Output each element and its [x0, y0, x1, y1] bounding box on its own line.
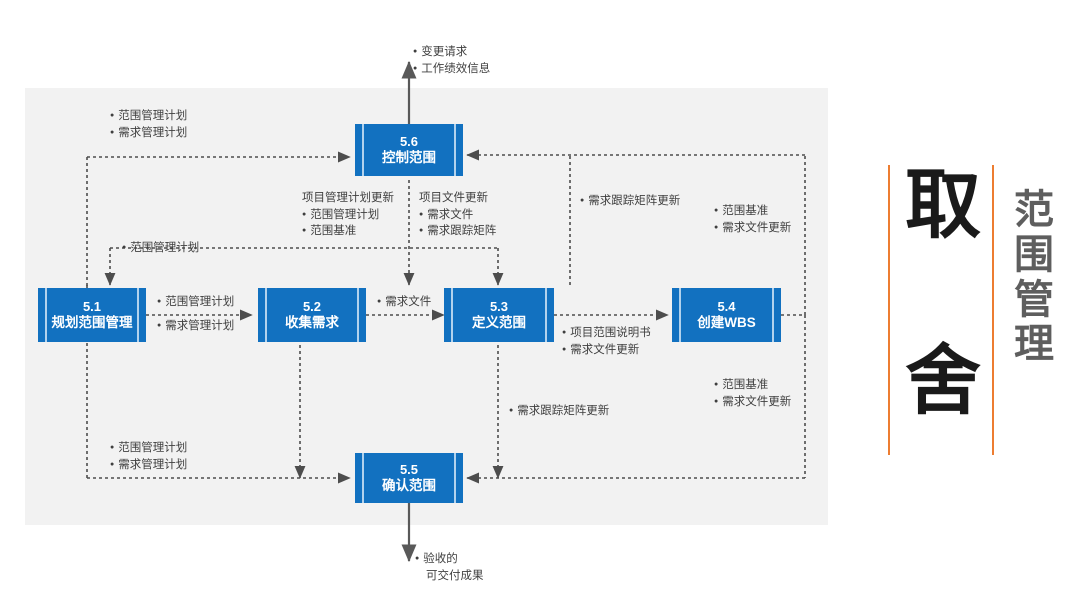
label-item: 范围管理计划 [302, 207, 394, 224]
vertical-title-char: 舍 [905, 339, 981, 424]
vertical-subtitle-char: 管 [1014, 277, 1054, 322]
label-item: 范围基准 [302, 223, 394, 240]
box-stripe-left [362, 453, 364, 503]
vertical-title-main: 取 舍 [905, 163, 981, 424]
box-stripe-right [454, 453, 456, 503]
label-pm-plan-update: 项目管理计划更新 范围管理计划 范围基准 [302, 190, 394, 240]
label-item: 需求管理计划 [110, 125, 187, 142]
label-item: 范围管理计划 [157, 294, 234, 311]
label-rtm-update-top: 需求跟踪矩阵更新 [580, 193, 680, 210]
label-item: 需求管理计划 [110, 457, 187, 474]
vertical-subtitle-char: 围 [1014, 232, 1054, 277]
box-stripe-left [265, 288, 267, 342]
label-project-doc-update: 项目文件更新 需求文件 需求跟踪矩阵 [419, 190, 496, 240]
process-name: 创建WBS [697, 314, 756, 330]
process-box-5-4[interactable]: 5.4 创建WBS [672, 288, 781, 342]
label-item: 需求文件更新 [562, 342, 651, 359]
accent-line-left [888, 165, 890, 455]
label-baseline-docupd-top: 范围基准 需求文件更新 [714, 203, 791, 236]
label-item: 变更请求 [413, 44, 490, 61]
process-box-5-2[interactable]: 5.2 收集需求 [258, 288, 366, 342]
vertical-subtitle-char: 范 [1014, 188, 1054, 232]
box-stripe-right [545, 288, 547, 342]
box-stripe-right [772, 288, 774, 342]
label-item: 需求文件更新 [714, 220, 791, 237]
process-number: 5.1 [82, 298, 102, 314]
process-box-5-5[interactable]: 5.5 确认范围 [355, 453, 463, 503]
process-name: 规划范围管理 [51, 314, 133, 330]
process-name: 确认范围 [382, 477, 436, 493]
label-header: 项目文件更新 [419, 192, 488, 204]
label-item: 需求跟踪矩阵更新 [509, 403, 609, 420]
label-item: 范围管理计划 [122, 240, 199, 257]
process-box-5-1[interactable]: 5.1 规划范围管理 [38, 288, 146, 342]
accent-line-right [992, 165, 994, 455]
label-item: 验收的 [415, 551, 484, 568]
label-bottom-output: 验收的 可交付成果 [415, 551, 484, 584]
box-stripe-right [137, 288, 139, 342]
label-item: 范围管理计划 [110, 108, 187, 125]
label-item: 需求文件 [377, 294, 431, 311]
process-name: 控制范围 [382, 149, 436, 165]
box-stripe-left [451, 288, 453, 342]
label-rtm-update-bottom: 需求跟踪矩阵更新 [509, 403, 609, 420]
process-number: 5.6 [399, 133, 419, 149]
label-item: 项目范围说明书 [562, 325, 651, 342]
process-number: 5.3 [489, 298, 509, 314]
label-topleft-plan: 范围管理计划 需求管理计划 [110, 108, 187, 141]
process-name: 定义范围 [472, 314, 526, 330]
label-item: 范围基准 [714, 203, 791, 220]
box-stripe-left [679, 288, 681, 342]
vertical-subtitle-char: 理 [1014, 322, 1054, 367]
box-stripe-right [454, 124, 456, 176]
vertical-title-sub: 范 围 管 理 [1010, 188, 1058, 367]
label-item: 需求文件 [419, 207, 496, 224]
label-scope-plan-single: 范围管理计划 [122, 240, 199, 257]
label-plan-to-52: 范围管理计划 需求管理计划 [157, 294, 234, 334]
label-item: 范围基准 [714, 377, 791, 394]
box-stripe-left [362, 124, 364, 176]
process-name: 收集需求 [285, 314, 339, 330]
label-top-output: 变更请求 工作绩效信息 [413, 44, 490, 77]
box-stripe-left [45, 288, 47, 342]
label-item: 需求跟踪矩阵更新 [580, 193, 680, 210]
label-item: 工作绩效信息 [413, 61, 490, 78]
label-baseline-docupd-bottom: 范围基准 需求文件更新 [714, 377, 791, 410]
vertical-title-char: 取 [905, 163, 981, 248]
process-box-5-3[interactable]: 5.3 定义范围 [444, 288, 554, 342]
label-req-doc: 需求文件 [377, 294, 431, 311]
label-item: 范围管理计划 [110, 440, 187, 457]
label-scope-statement: 项目范围说明书 需求文件更新 [562, 325, 651, 358]
box-stripe-right [357, 288, 359, 342]
label-bottomleft-plan: 范围管理计划 需求管理计划 [110, 440, 187, 473]
label-item: 需求跟踪矩阵 [419, 223, 496, 240]
label-item: 需求文件更新 [714, 394, 791, 411]
label-item: 需求管理计划 [157, 318, 234, 335]
process-number: 5.2 [302, 298, 322, 314]
label-header: 项目管理计划更新 [302, 192, 394, 204]
process-number: 5.5 [399, 461, 419, 477]
label-item: 可交付成果 [426, 569, 484, 582]
process-box-5-6[interactable]: 5.6 控制范围 [355, 124, 463, 176]
process-number: 5.4 [717, 298, 736, 314]
